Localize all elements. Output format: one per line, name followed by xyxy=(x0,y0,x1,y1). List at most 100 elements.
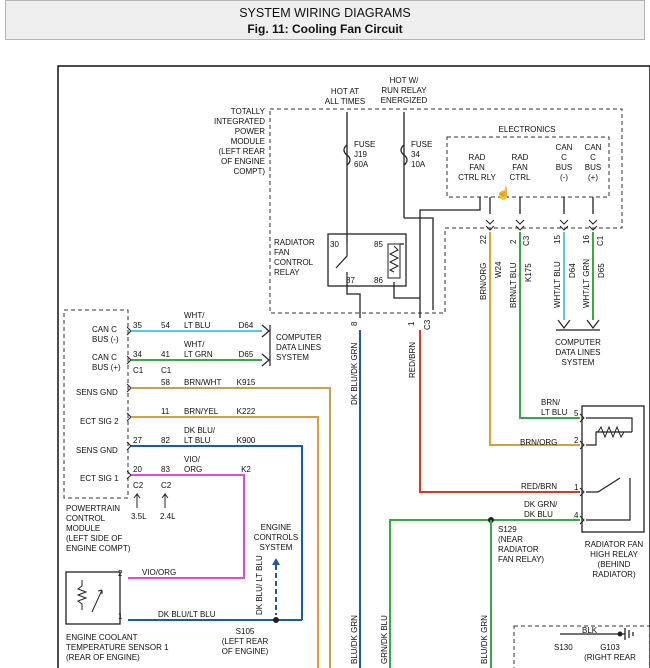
g103-splice-dot xyxy=(617,631,623,637)
brn-lt-blu-wire xyxy=(519,232,580,419)
pcm-pin-secondary: 41 xyxy=(161,350,170,359)
blu-dk-grn-vlabel-2: BLU/DK GRN xyxy=(480,615,489,664)
s105-label-line: OF ENGINE) xyxy=(222,647,269,656)
relay-pin-86: 86 xyxy=(374,276,383,285)
s105-label-line: S105 xyxy=(236,627,255,636)
fuse-34-label-line: 34 xyxy=(411,150,420,159)
pcm-3.5l-label: 3.5L xyxy=(131,512,147,521)
fuse-34-label-line: 10A xyxy=(411,160,426,169)
cdls-bottom-label-line: SYSTEM xyxy=(562,358,595,367)
connector-chevron-icon xyxy=(485,219,495,231)
hot-run-relay-label-line: ENERGIZED xyxy=(381,96,428,105)
rad-fan-ctrl-rly-label-line: RAD xyxy=(469,153,486,162)
pcm-cav-c2-b: C2 xyxy=(161,481,172,490)
high-relay-label-line: RADIATOR FAN xyxy=(585,540,644,549)
connector-chevron-icon xyxy=(126,470,132,480)
pcm-sens-gnd-label: SENS GND xyxy=(76,388,118,397)
hot-run-relay-label-line: RUN RELAY xyxy=(381,86,427,95)
rad-fan-control-relay-label-line: RADIATOR xyxy=(274,238,315,247)
pcm-can-c-bus-plus-label-line: CAN C xyxy=(92,353,117,362)
tipm-cav-c1-right: C1 xyxy=(596,235,605,246)
high-relay-coil-wire xyxy=(586,417,633,446)
connector-chevron-icon xyxy=(579,440,585,450)
d65-vlabel: D65 xyxy=(597,263,606,278)
electronics-outline xyxy=(446,136,610,198)
rad-fan-ctrl-label-line: FAN xyxy=(512,163,528,172)
cdls-bottom-arrow-icon xyxy=(556,319,600,331)
high-relay-pin: 4 xyxy=(574,511,579,520)
hand-pointer-icon: ☝ xyxy=(496,185,511,200)
k900-wire xyxy=(131,445,303,620)
can-c-bus-plus-label-line: C xyxy=(590,153,596,162)
hot-at-all-times-label-line: ALL TIMES xyxy=(325,97,365,106)
high-relay-pin: 1 xyxy=(574,483,579,492)
rly-ctrl-wire xyxy=(419,197,481,298)
ect-sensor-box xyxy=(65,571,121,625)
can-c-bus-minus-label-line: BUS xyxy=(556,163,572,172)
high-relay-coil-icon xyxy=(597,425,625,439)
can-c-bus-plus-label-line: CAN xyxy=(585,143,602,152)
rad-fan-control-relay-label-line: RELAY xyxy=(274,268,300,277)
s105-splice-dot xyxy=(273,617,279,623)
high-relay-pin: 2 xyxy=(574,436,579,445)
high-relay-label-line: (BEHIND xyxy=(598,560,631,569)
cdls-top-label-line: COMPUTER xyxy=(276,333,322,342)
tipm-label-line: OF ENGINE xyxy=(221,157,265,166)
relay-pin-30: 30 xyxy=(330,240,339,249)
k2-wire xyxy=(128,474,245,579)
relay-switch-icon xyxy=(335,242,348,282)
pcm-cav-c1: C1 xyxy=(133,366,144,375)
pcm-pin-secondary: 83 xyxy=(161,465,170,474)
pcm-outline xyxy=(63,309,129,499)
wire-circuit-label: K915 xyxy=(237,378,256,387)
pcm-cav-c1-b: C1 xyxy=(161,366,172,375)
brn-org-wire xyxy=(489,232,580,446)
relay-coil-zigzag-icon xyxy=(388,245,400,273)
d64-vlabel: D64 xyxy=(568,263,577,278)
s130-label: S130 xyxy=(554,643,573,652)
high-relay-label-line: HIGH RELAY xyxy=(590,550,639,559)
red-brn-wire xyxy=(419,330,580,493)
tipm-label-line: POWER xyxy=(235,127,265,136)
pcm-pin: 20 xyxy=(133,465,142,474)
high-relay-brn-lt-blu-label-line: BRN/ xyxy=(541,398,561,407)
blu-dk-grn-vlabel: BLU/DK GRN xyxy=(350,615,359,664)
connector-chevron-icon xyxy=(515,219,525,231)
tipm-pin: 16 xyxy=(582,235,591,244)
pcm-pin: 27 xyxy=(133,436,142,445)
wire-circuit-label: K900 xyxy=(237,436,256,445)
wire-color-label-line: ORG xyxy=(184,465,202,474)
high-relay-brn-lt-blu-label-line: LT BLU xyxy=(541,408,568,417)
tipm-label-line: COMPT) xyxy=(233,167,265,176)
can-c-bus-minus-label-line: (-) xyxy=(560,173,568,182)
fuse-34-label-line: FUSE xyxy=(411,140,432,149)
variant-arrow-icon xyxy=(133,492,169,508)
ecs-label-line: CONTROLS xyxy=(254,533,298,542)
tipm-pin: 2 xyxy=(509,239,518,244)
wire-circuit-label: D65 xyxy=(239,350,254,359)
tipm-cav-c3-right: C3 xyxy=(522,235,531,246)
fuse-j19-label-line: J19 xyxy=(354,150,367,159)
hot-run-relay-label-line: HOT W/ xyxy=(390,76,420,85)
tipm-pin-1: 1 xyxy=(407,321,416,326)
tipm-label-line: INTEGRATED xyxy=(214,117,265,126)
fuse-j19-icon xyxy=(343,144,351,166)
dk-grn-dk-blu-wire xyxy=(389,519,580,668)
wire-color-label-line: LT BLU xyxy=(184,436,211,445)
wire-circuit-label: K222 xyxy=(237,407,256,416)
ground-icon xyxy=(624,628,634,640)
pcm-can-c-bus-minus-label-line: CAN C xyxy=(92,325,117,334)
high-relay-red-brn-label: RED/BRN xyxy=(521,482,557,491)
fuse-j19-label-line: FUSE xyxy=(354,140,375,149)
can-c-bus-plus-label-line: BUS xyxy=(585,163,601,172)
tipm-pin-8: 8 xyxy=(350,321,359,326)
connector-chevron-icon xyxy=(559,219,569,231)
blk-label: BLK xyxy=(582,626,598,635)
wire-color-label-line: WHT/ xyxy=(184,311,205,320)
pcm-pin-secondary: 11 xyxy=(161,407,170,416)
rad-fan-ctrl-label-line: CTRL xyxy=(510,173,531,182)
can-c-bus-plus-label-line: (+) xyxy=(588,173,598,182)
wire-color-label-line: LT GRN xyxy=(184,350,213,359)
ecs-label-line: SYSTEM xyxy=(260,543,293,552)
